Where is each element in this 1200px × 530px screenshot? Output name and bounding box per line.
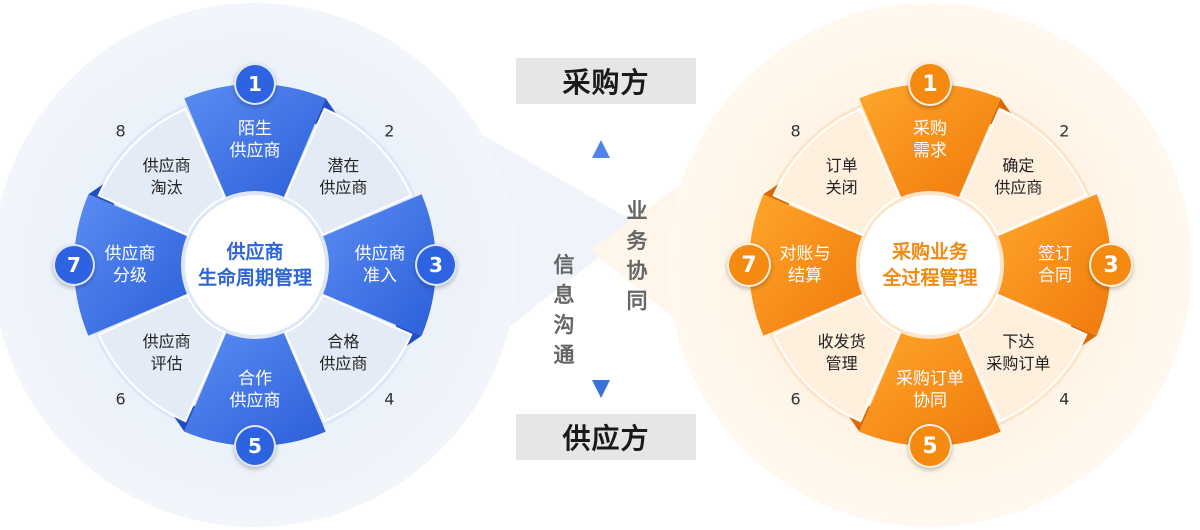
left-stage-7-segment xyxy=(74,194,187,336)
right-stage-6-label: 收发货 管理 xyxy=(817,332,866,374)
right-cycle-ring xyxy=(749,84,1111,446)
right-stage-7-label: 对账与 结算 xyxy=(779,244,831,286)
right-stage-3-label: 签订 合同 xyxy=(1038,244,1072,286)
left-stage-5-segment xyxy=(184,333,326,446)
right-stage-1-label: 采购 需求 xyxy=(913,119,947,161)
right-stage-6-number: 6 xyxy=(790,389,801,409)
right-stage-7-segment xyxy=(749,194,862,336)
left-stage-7-number-badge: 7 xyxy=(53,244,95,286)
left-stage-5-number-badge: 5 xyxy=(234,425,276,467)
right-stage-8-label: 订单 关闭 xyxy=(825,155,858,197)
left-stage-1-number-badge: 1 xyxy=(234,63,276,105)
left-stage-4-label: 合格 供应商 xyxy=(319,332,368,374)
left-stage-2-number: 2 xyxy=(384,121,395,141)
left-stage-4-number: 4 xyxy=(384,389,395,409)
right-stage-5-segment xyxy=(859,333,1001,446)
right-stage-3-number-badge: 3 xyxy=(1089,243,1133,287)
left-cycle-title: 供应商 生命周期管理 xyxy=(197,241,313,289)
right-stage-1-segment xyxy=(859,84,1001,197)
left-stage-7-label: 供应商 分级 xyxy=(104,244,156,286)
right-stage-5-label: 采购订单 协同 xyxy=(896,369,964,411)
right-stage-7-number-badge: 7 xyxy=(727,243,771,287)
left-stage-8-label: 供应商 淘汰 xyxy=(142,155,191,197)
right-center-hub xyxy=(860,195,1000,335)
right-stage-4-label: 下达 采购订单 xyxy=(986,332,1051,374)
right-cycle-title: 采购业务 全过程管理 xyxy=(882,241,978,289)
right-stage-4-segment xyxy=(958,293,1088,423)
right-stage-5-number-badge: 5 xyxy=(908,424,952,468)
right-stage-3-segment xyxy=(998,194,1111,336)
left-stage-2-segment xyxy=(283,107,413,237)
left-stage-1-label: 陌生 供应商 xyxy=(229,119,281,161)
right-stage-2-segment xyxy=(958,107,1088,237)
left-stage-2-label: 潜在 供应商 xyxy=(319,155,368,197)
right-stage-4-number: 4 xyxy=(1059,389,1070,409)
right-stage-8-number: 8 xyxy=(790,121,801,141)
left-stage-6-label: 供应商 评估 xyxy=(142,332,191,374)
left-center-hub xyxy=(185,195,325,335)
left-stage-8-number: 8 xyxy=(115,121,126,141)
right-stage-8-segment xyxy=(772,107,902,237)
left-stage-8-segment xyxy=(97,107,227,237)
left-stage-3-number-badge: 3 xyxy=(415,244,457,286)
buyer-label: 采购方 xyxy=(516,58,696,104)
left-stage-1-segment xyxy=(184,84,326,197)
left-stage-3-segment xyxy=(323,194,436,336)
right-stage-6-segment xyxy=(772,293,902,423)
left-stage-5-label: 合作 供应商 xyxy=(229,369,281,411)
left-stage-3-label: 供应商 准入 xyxy=(354,244,406,286)
business-collaboration-label: 业务协同 xyxy=(626,199,648,313)
left-stage-6-segment xyxy=(97,293,227,423)
right-stage-2-label: 确定 供应商 xyxy=(994,155,1043,197)
left-stage-4-segment xyxy=(283,293,413,423)
right-stage-2-number: 2 xyxy=(1059,121,1070,141)
supplier-label: 供应方 xyxy=(516,414,696,460)
right-stage-1-number-badge: 1 xyxy=(908,62,952,106)
information-communication-label: 信息沟通 xyxy=(553,253,575,367)
vertical-double-arrow xyxy=(592,140,610,398)
left-stage-6-number: 6 xyxy=(115,389,126,409)
left-cycle-ring xyxy=(74,84,436,446)
